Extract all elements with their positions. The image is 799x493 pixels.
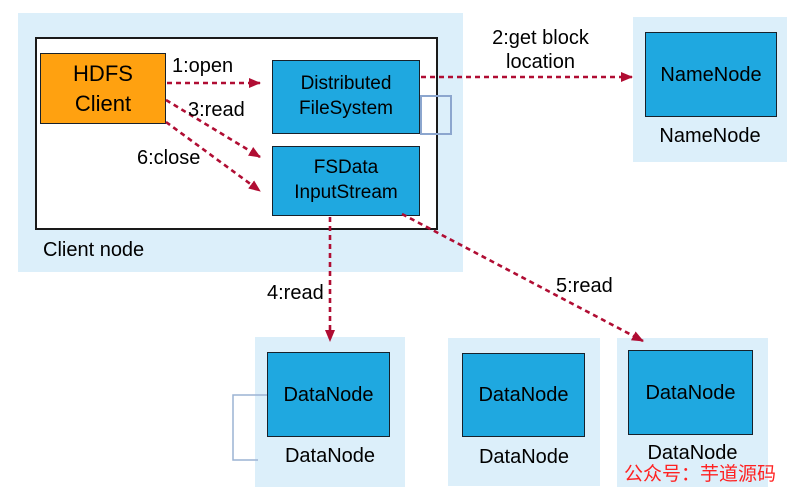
namenode-box-label: NameNode	[660, 63, 762, 86]
datanode3-box-label: DataNode	[645, 381, 736, 404]
watermark-text: 公众号：芋道源码	[624, 464, 777, 485]
fsdata-inputstream-label-line2: InputStream	[294, 182, 398, 203]
distributed-filesystem-label-line1: Distributed	[300, 73, 392, 95]
edge-label-4-read: 4:read	[267, 282, 324, 304]
namenode-node: NameNode	[645, 32, 777, 117]
datanode2-caption: DataNode	[478, 446, 570, 468]
fsdata-inputstream-label-line1: FSData	[313, 157, 379, 179]
distributed-filesystem-label-line2: FileSystem	[299, 98, 393, 119]
edge-label-1-open: 1:open	[172, 55, 234, 77]
client-node-caption: Client node	[43, 239, 145, 261]
fsdata-inputstream-node: FSData InputStream	[272, 146, 420, 216]
edge-label-5-read: 5:read	[556, 275, 613, 297]
datanode3-caption: DataNode	[647, 442, 738, 464]
edge-label-3-read: 3:read	[188, 99, 245, 121]
edge-label-2-get-block: 2:get block location	[478, 26, 603, 74]
edge-label-6-close: 6:close	[137, 147, 201, 169]
hdfs-client-node: HDFS Client	[40, 53, 166, 124]
connector-stub-rect	[420, 95, 452, 135]
datanode2-box-label: DataNode	[478, 384, 569, 406]
hdfs-client-label-line2: Client	[74, 90, 132, 116]
edge-label-2-line2: location	[506, 51, 575, 73]
datanode1-caption: DataNode	[284, 445, 376, 467]
datanode2-node: DataNode	[462, 353, 585, 437]
distributed-filesystem-node: Distributed FileSystem	[272, 60, 420, 134]
datanode1-box-label: DataNode	[283, 383, 374, 406]
datanode1-node: DataNode	[267, 352, 390, 437]
edge-label-2-line1: 2:get block	[492, 27, 589, 49]
datanode3-node: DataNode	[628, 350, 753, 435]
namenode-caption: NameNode	[659, 125, 761, 147]
hdfs-client-label-line1: HDFS	[73, 60, 133, 86]
